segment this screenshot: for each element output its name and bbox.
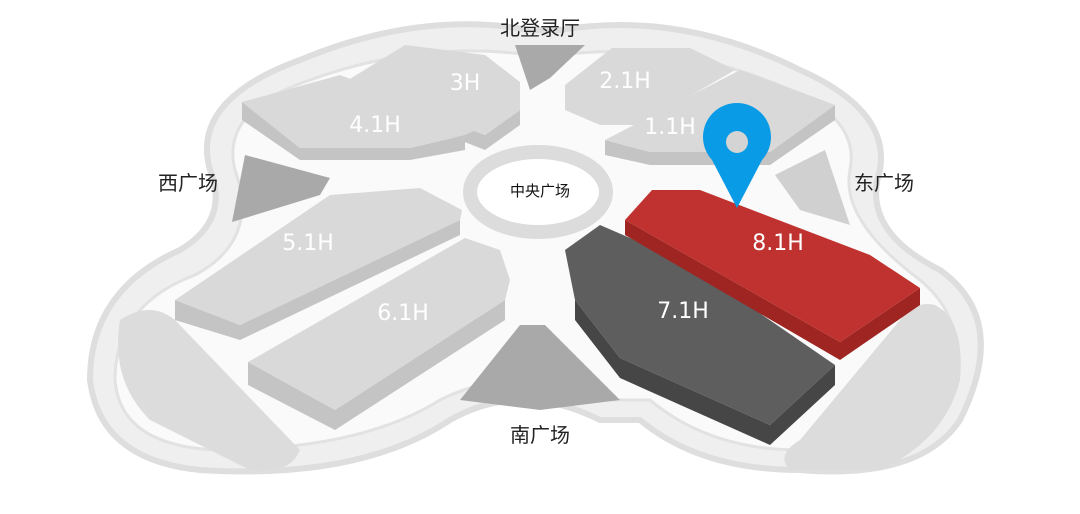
east-plaza-shape	[775, 150, 850, 225]
hall-41h-side	[242, 102, 465, 160]
hall-51h[interactable]	[175, 188, 462, 325]
west-curb	[118, 310, 300, 471]
east-plaza-label: 东广场	[854, 171, 914, 195]
west-plaza-shape	[232, 155, 330, 222]
hall-81h[interactable]	[625, 190, 920, 342]
south-plaza-shape	[460, 325, 620, 410]
hall-71h-side	[575, 300, 835, 445]
hall-61h-side	[248, 300, 505, 430]
hall-label-71h: 7.1H	[657, 299, 709, 324]
hall-51h-side	[175, 220, 460, 340]
hall-label-21h: 2.1H	[599, 69, 651, 94]
hall-label-41h: 4.1H	[349, 113, 401, 138]
north-plaza-shape	[515, 45, 585, 90]
hall-61h[interactable]	[248, 238, 510, 410]
central-plaza-label: 中央广场	[510, 182, 570, 200]
west-plaza-label: 西广场	[158, 171, 218, 195]
map-pin-icon[interactable]	[703, 102, 772, 208]
north-plaza-label: 北登录厅	[500, 16, 580, 40]
hall-label-61h: 6.1H	[377, 301, 429, 326]
hall-11h-side	[605, 105, 835, 165]
east-curb	[784, 304, 961, 470]
hall-label-11h: 1.1H	[644, 115, 696, 140]
south-plaza-label: 南广场	[510, 423, 570, 447]
hall-label-3h: 3H	[450, 71, 481, 96]
hall-3h[interactable]	[345, 45, 520, 135]
hall-71h[interactable]	[565, 225, 835, 425]
hall-label-81h: 8.1H	[752, 231, 804, 256]
hall-label-51h: 5.1H	[282, 231, 334, 256]
hall-41h[interactable]	[242, 75, 480, 148]
hall-21h[interactable]	[565, 48, 735, 125]
central-plaza-ring[interactable]	[463, 145, 613, 239]
